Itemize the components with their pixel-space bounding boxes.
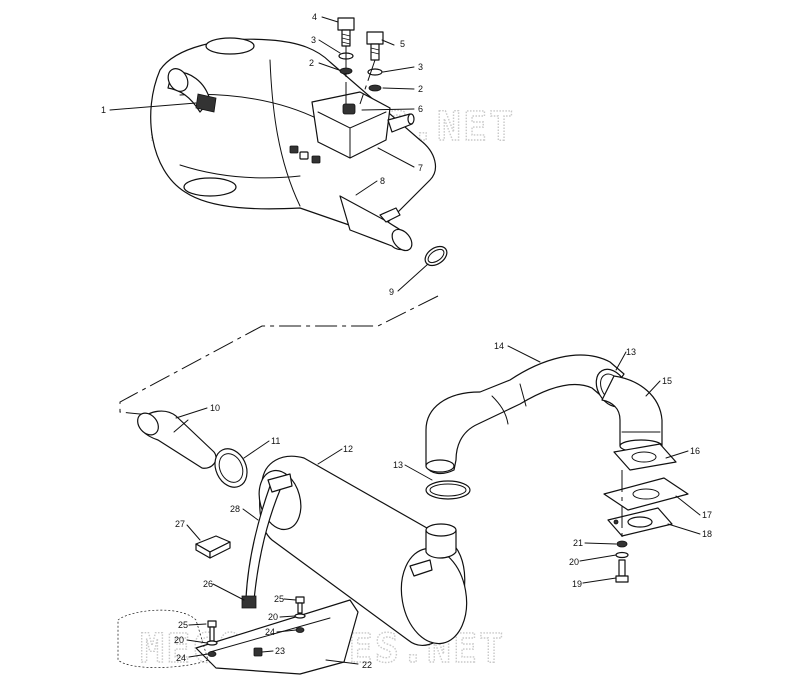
callout-9: 9 [389,287,394,297]
callout-6: 6 [418,104,423,114]
clamp-9 [424,245,448,267]
callout-2: 2 [309,58,314,68]
bolt-23 [253,647,263,657]
flange-16 [613,443,677,471]
bolt-4 [337,17,355,47]
callout-22: 22 [362,660,372,670]
callout-15: 15 [662,376,672,386]
washer-20 [615,551,629,559]
callout-17: 17 [702,510,712,520]
callout-27: 27 [175,519,185,529]
callout-16: 16 [690,446,700,456]
callout-11: 11 [271,436,280,446]
callout-3: 3 [311,35,316,45]
bolt-5 [366,31,384,61]
callout-18: 18 [702,529,712,539]
expansion-chamber [150,37,437,252]
elbow-15 [601,375,663,453]
bolt-25-left [206,620,218,657]
callout-23: 23 [275,646,285,656]
callout-25: 25 [274,594,284,604]
callout-labels: 4 3 5 2 3 1 2 6 7 8 9 14 13 15 10 11 12 … [101,12,712,670]
callout-4: 4 [312,12,317,22]
muffler-12 [258,455,468,646]
callout-13: 13 [626,347,636,357]
pad-27 [195,535,231,559]
routing-line [119,295,439,417]
callout-10: 10 [210,403,220,413]
callout-13: 13 [393,460,403,470]
callout-8: 8 [380,176,385,186]
callout-20: 20 [569,557,579,567]
bracket-nuts [289,145,321,164]
callout-21: 21 [573,538,583,548]
callout-20: 20 [174,635,184,645]
bolt-19 [615,559,629,583]
exhaust-tube-10 [137,410,217,469]
nut-21 [616,540,628,548]
callout-3: 3 [418,62,423,72]
callout-14: 14 [494,341,504,351]
callout-7: 7 [418,163,423,173]
washer-2b [368,84,382,92]
callout-26: 26 [203,579,213,589]
chamber-bracket [311,91,415,159]
callout-20: 20 [268,612,278,622]
callout-24: 24 [265,627,275,637]
callout-24: 24 [176,653,186,663]
clamp-11 [214,448,248,488]
clamp-13-lower [425,480,471,500]
callout-1: 1 [101,105,106,115]
callout-12: 12 [343,444,353,454]
gasket-17 [603,477,689,511]
callout-5: 5 [400,39,405,49]
strap-28 [241,473,293,609]
exhaust-pipe-14 [425,354,625,475]
callout-2: 2 [418,84,423,94]
callout-25: 25 [178,620,188,630]
callout-28: 28 [230,504,240,514]
callout-19: 19 [572,579,582,589]
leader-lines [109,16,701,665]
flange-18 [607,507,673,537]
